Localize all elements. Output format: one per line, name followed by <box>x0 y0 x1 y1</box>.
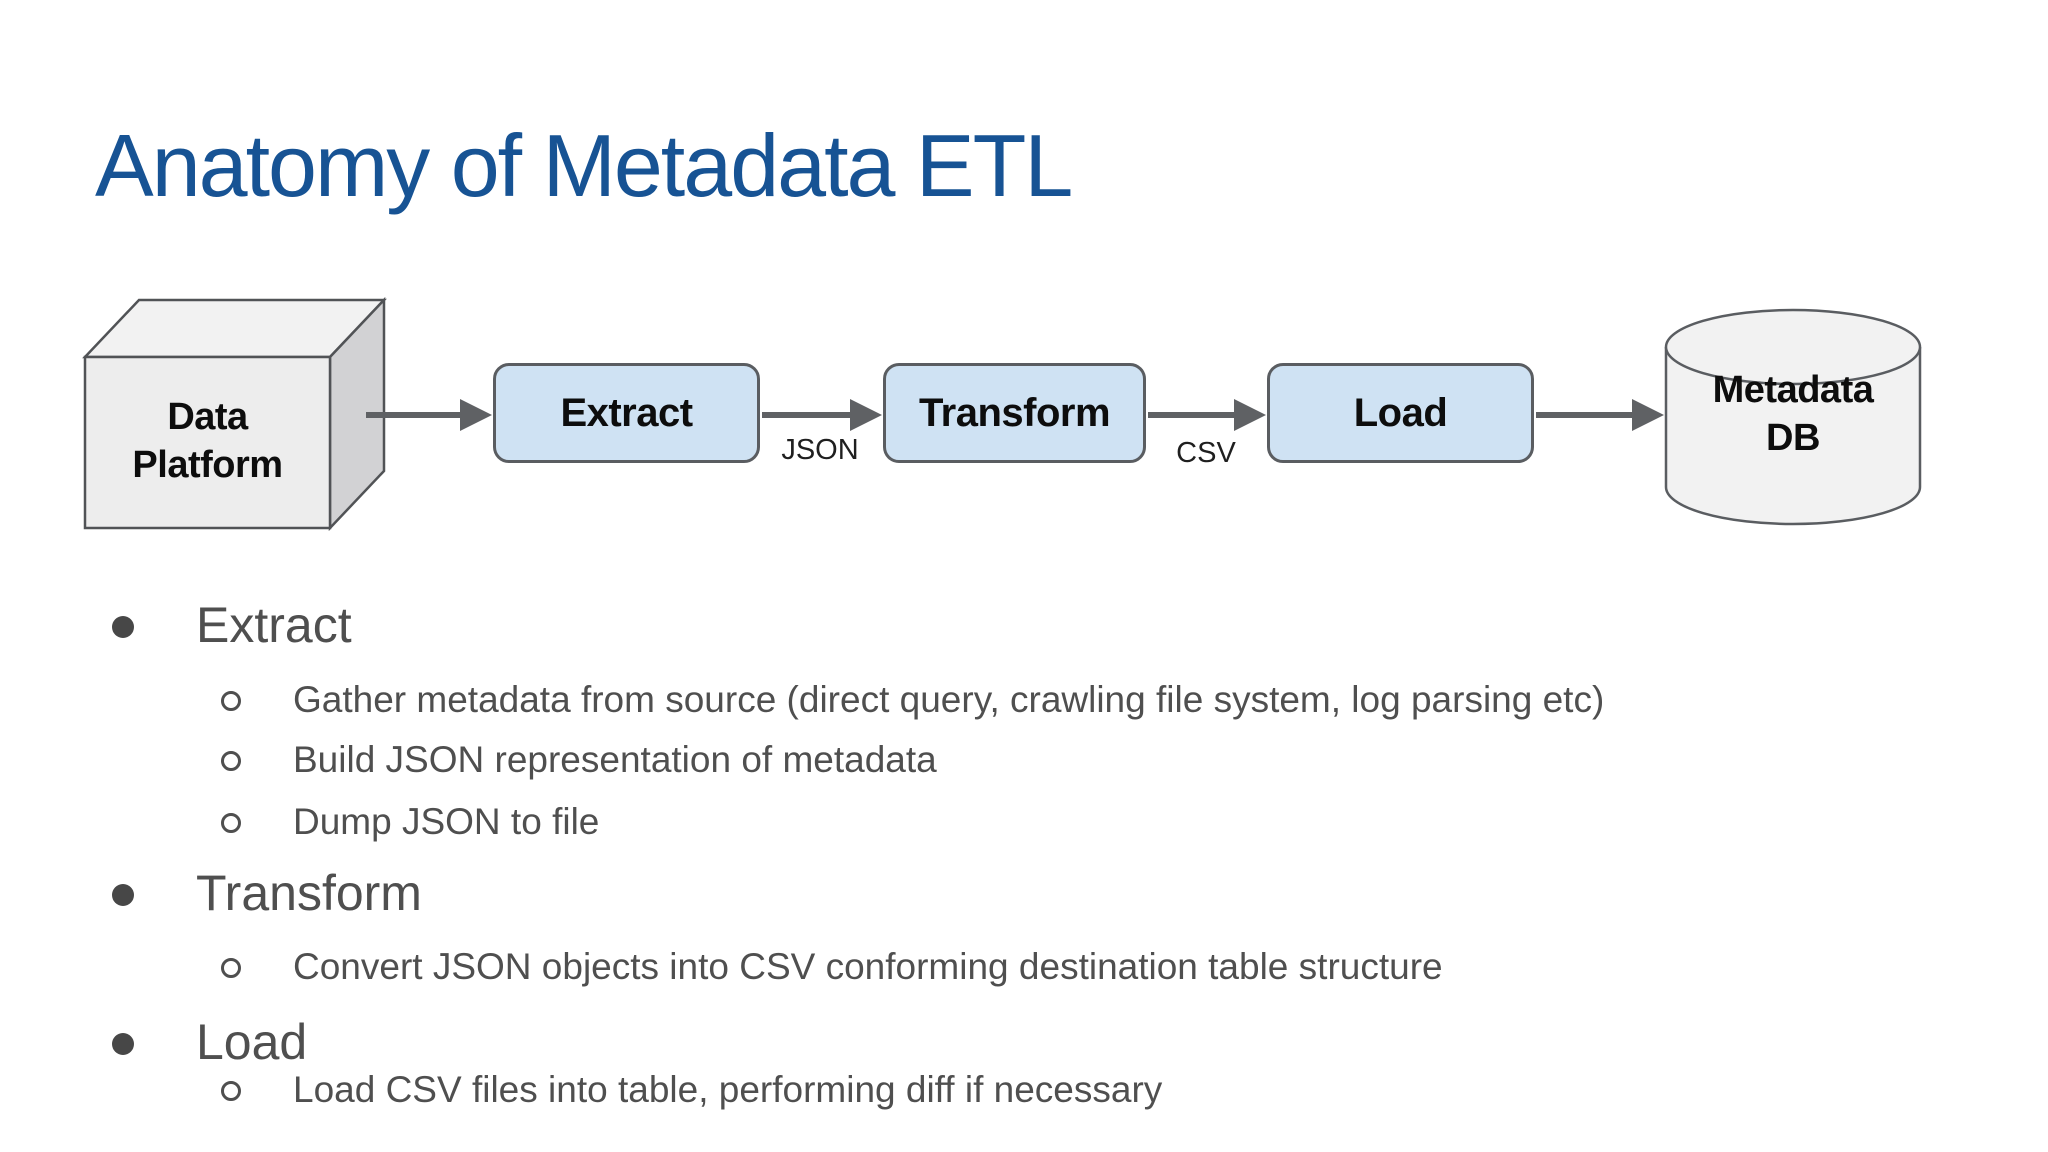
sub-bullet-text: Convert JSON objects into CSV conforming… <box>293 946 1443 987</box>
edge-label-json: JSON <box>781 434 859 466</box>
data-platform-label: Data Platform <box>85 394 330 489</box>
metadata-db-label: Metadata DB <box>1666 367 1920 462</box>
sub-bullet-item: Gather metadata from source (direct quer… <box>0 681 1900 718</box>
arrowhead-icon <box>460 399 492 431</box>
bullet-item-extract: Extract <box>0 600 1900 650</box>
edge-label-csv: CSV <box>1176 437 1236 469</box>
bullet-item-load: Load <box>0 1017 1900 1067</box>
transform-step-box: Transform <box>883 363 1146 463</box>
sub-bullet-text: Dump JSON to file <box>293 801 600 842</box>
cylinder-body <box>1664 347 1922 526</box>
extract-step-box: Extract <box>493 363 760 463</box>
transform-step-label: Transform <box>918 390 1111 435</box>
bullet-dot-icon <box>112 884 134 906</box>
sub-bullet-text: Gather metadata from source (direct quer… <box>293 679 1605 720</box>
sub-bullet-text: Load CSV files into table, performing di… <box>293 1069 1163 1110</box>
bullet-dot-icon <box>112 616 134 638</box>
sub-bullet-item: Load CSV files into table, performing di… <box>0 1071 1900 1108</box>
data-platform-label-line1: Data <box>167 396 248 438</box>
arrowhead-icon <box>850 399 882 431</box>
bullet-circle-icon <box>221 958 241 978</box>
slide-title: Anatomy of Metadata ETL <box>95 116 1073 215</box>
data-platform-label-line2: Platform <box>132 443 283 486</box>
bullet-circle-icon <box>221 1081 241 1101</box>
arrowhead-icon <box>1234 399 1266 431</box>
bullet-circle-icon <box>221 751 241 771</box>
bullet-dot-icon <box>112 1033 134 1055</box>
bullet-text: Load <box>196 1014 308 1070</box>
metadata-db-label-line1: Metadata <box>1712 369 1874 411</box>
sub-bullet-text: Build JSON representation of metadata <box>293 739 937 780</box>
sub-bullet-item: Build JSON representation of metadata <box>0 741 1900 778</box>
bullet-circle-icon <box>221 691 241 711</box>
cube-front-face <box>83 355 332 530</box>
bullet-text: Extract <box>196 597 352 653</box>
bullet-circle-icon <box>221 813 241 833</box>
load-step-label: Load <box>1353 390 1448 435</box>
database-cylinder-icon <box>1664 308 1922 526</box>
cube-icon <box>82 296 387 532</box>
bullet-text: Transform <box>196 865 422 921</box>
cylinder-top <box>1664 308 1922 386</box>
load-step-box: Load <box>1267 363 1534 463</box>
sub-bullet-item: Convert JSON objects into CSV conforming… <box>0 948 1900 985</box>
bullet-item-transform: Transform <box>0 868 1900 918</box>
arrowhead-icon <box>1632 399 1664 431</box>
sub-bullet-item: Dump JSON to file <box>0 803 1900 840</box>
metadata-db-label-line2: DB <box>1766 416 1820 459</box>
flow-arrows <box>366 399 1664 431</box>
extract-step-label: Extract <box>560 390 693 435</box>
